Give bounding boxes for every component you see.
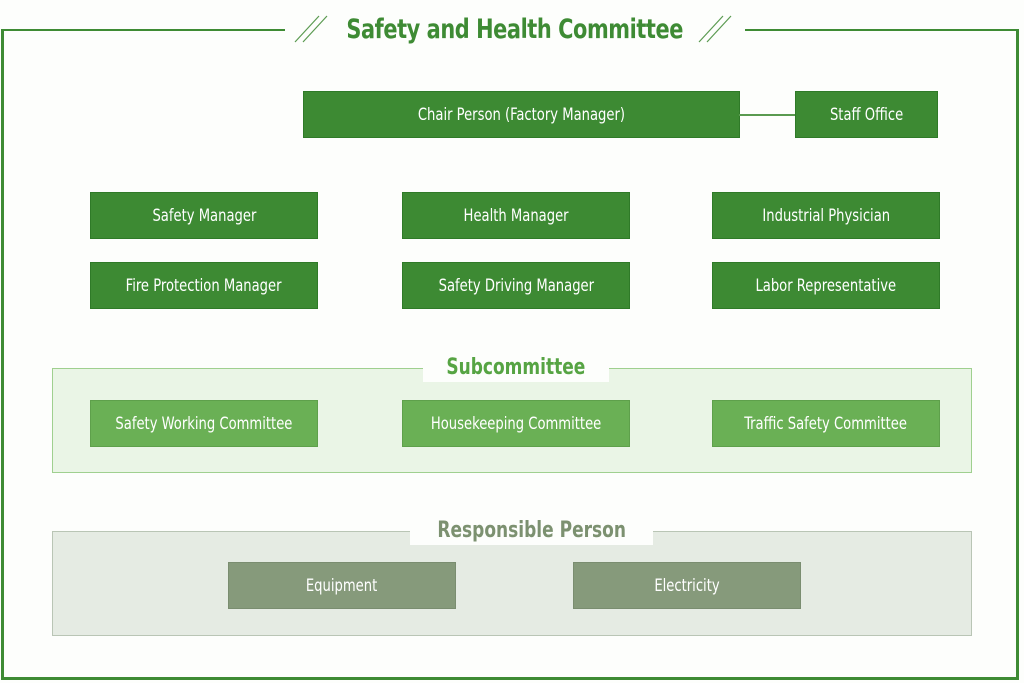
subcommittee-box-housekeeping: Housekeeping Committee: [402, 400, 630, 447]
responsible-label: Electricity: [654, 575, 720, 596]
member-label: Labor Representative: [755, 275, 897, 296]
member-box-industrial-physician: Industrial Physician: [712, 192, 940, 239]
member-box-safety-driving-manager: Safety Driving Manager: [402, 262, 630, 309]
member-label: Safety Manager: [152, 205, 256, 226]
title-bar: Safety and Health Committee: [285, 0, 745, 58]
page-title: Safety and Health Committee: [346, 13, 684, 45]
staff-office-box: Staff Office: [795, 91, 938, 138]
decorative-slash-icon: [698, 15, 732, 43]
subcommittee-label: Traffic Safety Committee: [744, 413, 908, 434]
member-box-labor-representative: Labor Representative: [712, 262, 940, 309]
member-box-fire-protection-manager: Fire Protection Manager: [90, 262, 318, 309]
responsible-box-equipment: Equipment: [228, 562, 456, 609]
decorative-slash-icon: [294, 15, 328, 43]
chair-person-label: Chair Person (Factory Manager): [417, 104, 626, 125]
staff-office-label: Staff Office: [829, 104, 904, 125]
member-label: Safety Driving Manager: [438, 275, 594, 296]
member-label: Fire Protection Manager: [126, 275, 282, 296]
member-label: Industrial Physician: [762, 205, 890, 226]
subcommittee-label: Safety Working Committee: [115, 413, 293, 434]
responsible-person-heading: Responsible Person: [410, 517, 654, 545]
member-box-safety-manager: Safety Manager: [90, 192, 318, 239]
subcommittee-box-safety-working: Safety Working Committee: [90, 400, 318, 447]
chair-staff-connector: [739, 114, 796, 116]
chair-person-box: Chair Person (Factory Manager): [303, 91, 740, 138]
responsible-box-electricity: Electricity: [573, 562, 801, 609]
member-box-health-manager: Health Manager: [402, 192, 630, 239]
responsible-person-group: Responsible Person: [52, 517, 972, 636]
subcommittee-heading: Subcommittee: [423, 354, 609, 382]
subcommittee-box-traffic-safety: Traffic Safety Committee: [712, 400, 940, 447]
subcommittee-label: Housekeeping Committee: [430, 413, 602, 434]
member-label: Health Manager: [463, 205, 569, 226]
responsible-label: Equipment: [306, 575, 378, 596]
